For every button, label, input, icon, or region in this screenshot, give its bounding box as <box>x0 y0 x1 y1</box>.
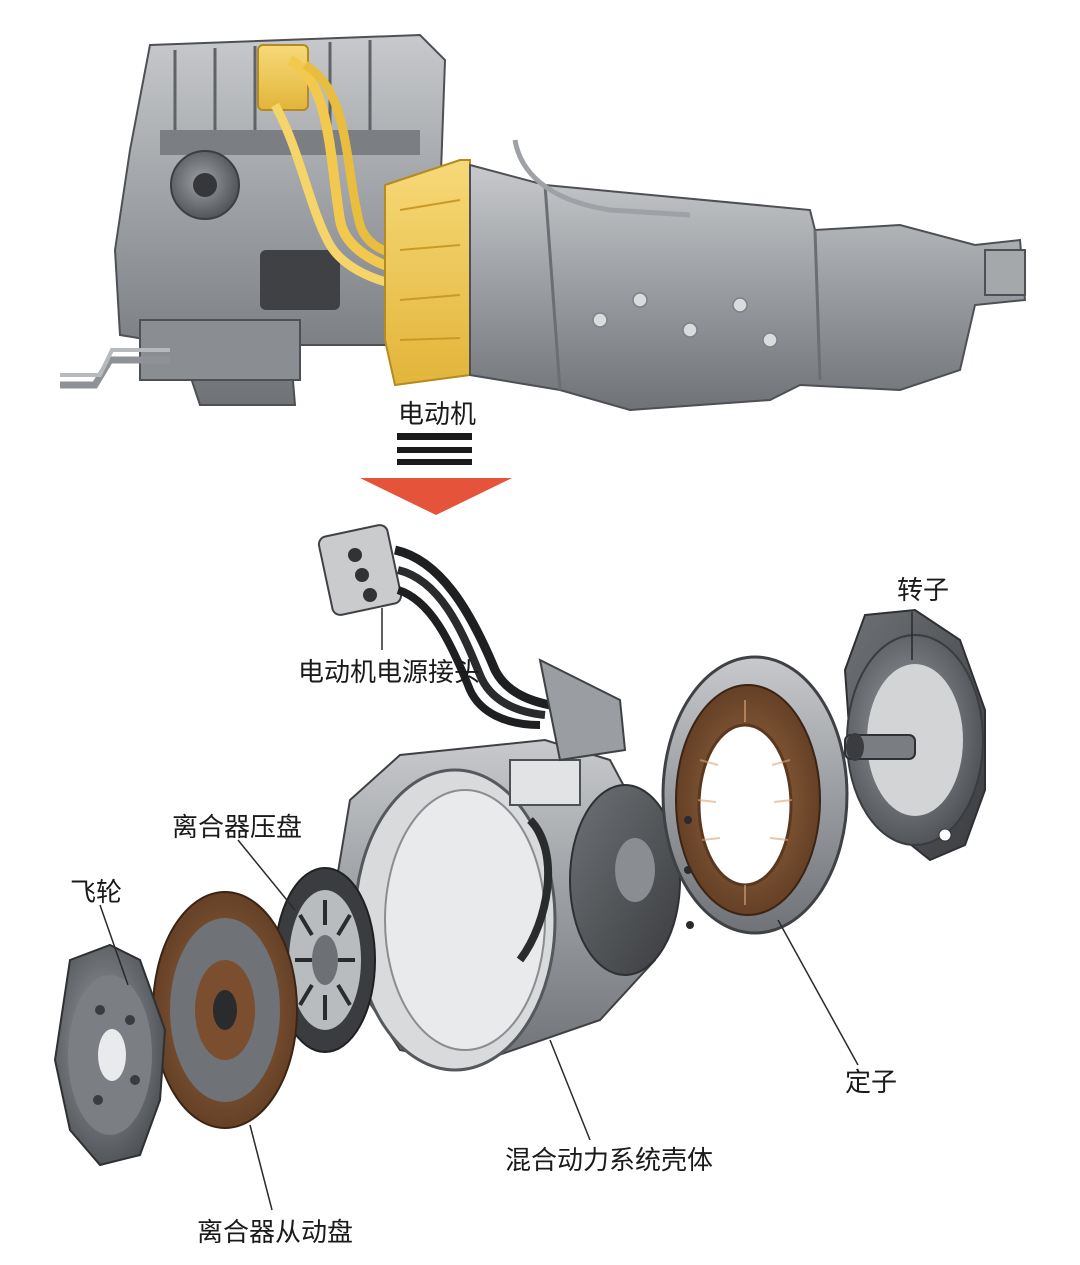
label-clutch-driven-plate: 离合器从动盘 <box>197 1218 354 1248</box>
rotor-part <box>843 608 986 862</box>
engine-assembly <box>60 33 447 406</box>
leader-flywheel <box>99 904 129 986</box>
leader-hybrid-housing <box>549 1039 591 1141</box>
power-connector-part <box>317 524 551 729</box>
leader-clutch-pressure-plate <box>237 839 296 911</box>
label-flywheel: 飞轮 <box>70 878 123 908</box>
clutch-driven-plate-part <box>152 891 298 1129</box>
label-rotor: 转子 <box>897 576 950 606</box>
leader-lines <box>99 608 913 1211</box>
label-motor: 电动机 <box>398 400 477 430</box>
leader-stator <box>777 919 859 1066</box>
label-stator: 定子 <box>845 1068 898 1098</box>
label-hybrid-housing: 混合动力系统壳体 <box>505 1146 714 1176</box>
down-arrow <box>360 433 512 515</box>
label-power-connector: 电动机电源接头 <box>298 658 481 688</box>
hybrid-housing-part <box>333 658 681 1072</box>
clutch-pressure-plate-part <box>274 867 376 1053</box>
motor-highlight <box>257 44 471 387</box>
flywheel-part <box>53 943 167 1167</box>
label-clutch-pressure-plate: 离合器压盘 <box>172 813 303 843</box>
leader-clutch-driven-plate <box>249 1124 273 1211</box>
stator-part <box>661 655 849 935</box>
gearbox <box>469 139 1027 412</box>
